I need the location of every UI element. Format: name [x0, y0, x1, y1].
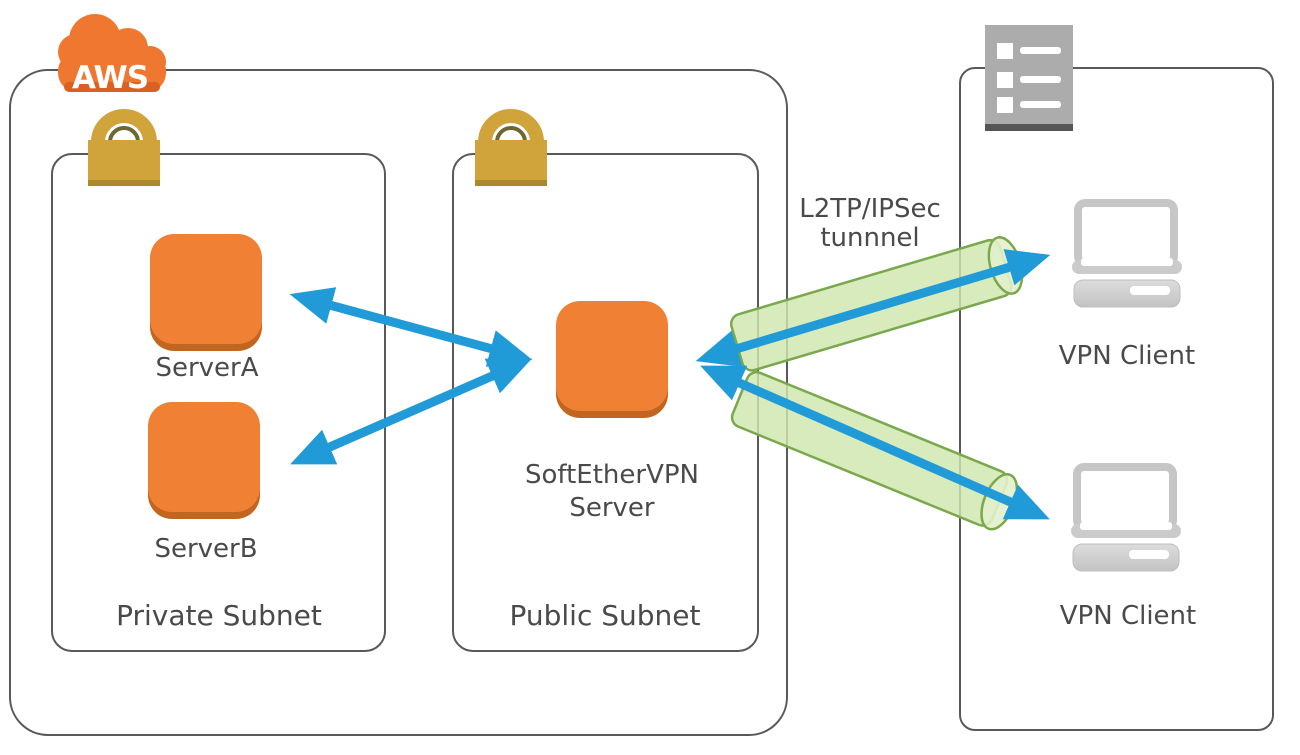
vpn-server-label-line1: SoftEtherVPN — [525, 460, 699, 490]
arrow-server-a-vpn — [289, 287, 533, 367]
laptop-icon-client2 — [1071, 467, 1181, 571]
lock-icon-private-subnet — [88, 116, 160, 186]
server-b-label: ServerB — [154, 534, 257, 564]
private-subnet-label: Private Subnet — [116, 599, 322, 632]
arrow-tunnel-client2 — [700, 365, 1050, 520]
aws-cloud-icon: AWS — [58, 14, 166, 96]
aws-label: AWS — [72, 60, 148, 96]
arrow-tunnel-client1 — [695, 249, 1051, 367]
vpn-server-label-line2: Server — [569, 493, 655, 523]
server-b-icon — [148, 402, 260, 519]
laptop-icon-client1 — [1072, 203, 1182, 307]
tunnel-label-line1: L2TP/IPSec — [799, 194, 941, 224]
lock-icon-public-subnet — [475, 116, 547, 186]
vpn-client1-label: VPN Client — [1059, 341, 1195, 371]
checklist-icon — [985, 25, 1073, 131]
vpn-server-icon — [556, 301, 668, 418]
vpn-client2-label: VPN Client — [1060, 601, 1196, 631]
public-subnet-label: Public Subnet — [509, 599, 700, 632]
tunnel-label-line2: tunnnel — [820, 223, 919, 253]
server-a-label: ServerA — [155, 353, 258, 383]
server-a-icon — [150, 234, 262, 351]
arrow-server-b-vpn — [290, 358, 532, 465]
